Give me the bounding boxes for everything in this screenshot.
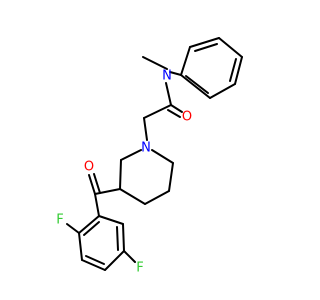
bond	[83, 221, 100, 236]
bond	[94, 193, 100, 217]
bond	[180, 74, 211, 99]
bond	[185, 75, 209, 94]
molecule-structure: O N N O F F	[56, 37, 243, 276]
amide-nitrogen-label: N	[162, 69, 172, 84]
bond	[143, 104, 172, 119]
bond	[218, 37, 243, 58]
bond	[120, 149, 142, 161]
bond	[180, 46, 191, 76]
bond	[66, 223, 80, 234]
bond	[116, 226, 119, 251]
bond	[119, 159, 122, 190]
bonds	[66, 37, 243, 271]
bond	[167, 109, 181, 118]
bond	[104, 250, 125, 271]
structure-canvas: O N N O F F	[56, 37, 243, 276]
bond	[189, 37, 220, 48]
bond	[142, 56, 168, 70]
bond	[81, 259, 106, 271]
bond	[229, 58, 237, 82]
bond	[143, 117, 148, 141]
bond	[170, 104, 183, 113]
bond	[78, 215, 100, 234]
bond	[144, 190, 170, 205]
bond	[98, 215, 124, 225]
bond	[85, 255, 105, 265]
bond	[234, 56, 243, 85]
bond	[78, 232, 83, 261]
fluorine-ortho-label: F	[56, 213, 63, 228]
bond	[151, 149, 174, 164]
bond	[169, 71, 182, 76]
atom-labels: O N N O F F	[56, 69, 192, 276]
bond	[119, 188, 146, 205]
ketone-oxygen-label: O	[84, 160, 94, 175]
bond	[123, 250, 136, 263]
bond	[122, 223, 125, 252]
bond	[209, 83, 236, 99]
bond	[165, 82, 172, 106]
bond	[88, 174, 96, 195]
piperidine-nitrogen-label: N	[141, 141, 151, 156]
bond	[168, 162, 174, 192]
bond	[93, 173, 101, 194]
bond	[194, 43, 218, 52]
fluorine-meta-label: F	[136, 261, 143, 276]
amide-oxygen-label: O	[182, 110, 192, 125]
